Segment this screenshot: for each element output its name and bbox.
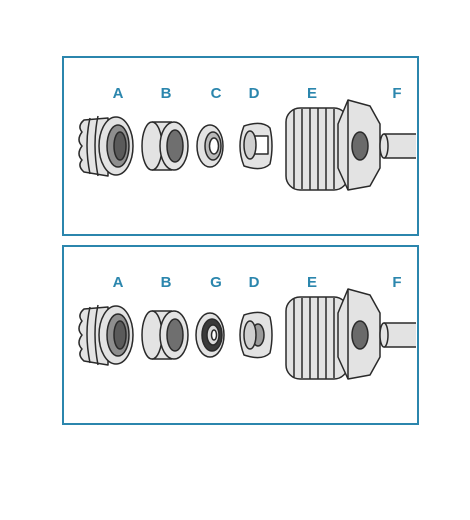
label-f: F (392, 85, 402, 102)
top-assembly-panel: A B C D E F (62, 56, 419, 236)
top-parts-drawing (78, 99, 416, 191)
part-g-seal-ring (195, 312, 225, 358)
part-b-sleeve (141, 121, 189, 171)
label-d: D (248, 274, 260, 291)
label-e: E (306, 85, 317, 102)
label-a: A (112, 85, 124, 102)
part-b-sleeve (141, 310, 189, 360)
label-f: F (392, 274, 402, 291)
part-d-ferrule (239, 311, 273, 359)
label-g: G (210, 274, 222, 291)
part-f-tube (379, 133, 416, 159)
part-e-nut (285, 288, 381, 380)
label-d: D (248, 85, 260, 102)
part-e-nut (285, 99, 381, 191)
label-c: C (210, 85, 222, 102)
label-b: B (160, 274, 172, 291)
label-b: B (160, 85, 172, 102)
label-a: A (112, 274, 124, 291)
part-d-ferrule (239, 122, 273, 170)
bottom-parts-drawing (78, 288, 416, 380)
part-a-threaded-body (78, 115, 134, 177)
part-c-ring (196, 124, 224, 168)
part-a-threaded-body (78, 304, 134, 366)
bottom-assembly-panel: A B G D E F (62, 245, 419, 425)
label-e: E (306, 274, 317, 291)
part-f-tube (379, 322, 416, 348)
